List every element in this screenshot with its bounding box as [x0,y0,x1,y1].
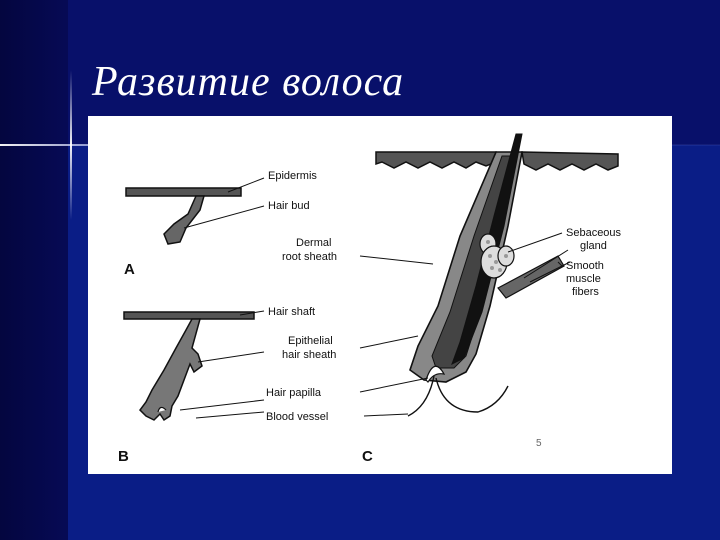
label-epithelial-hair-sheath-line2: hair sheath [282,349,336,361]
leader-lines [179,177,563,419]
label-epithelial-hair-sheath-line1: Epithelial [288,335,333,347]
page-mark: 5 [536,438,542,449]
background-left-band [0,0,68,540]
panel-a-illustration [125,187,242,245]
label-smooth-muscle-line2: muscle [566,273,601,285]
hair-development-figure: Epidermis Hair bud Dermal root sheath Se… [88,116,672,474]
label-epidermis: Epidermis [268,170,317,182]
label-hair-papilla: Hair papilla [266,387,322,399]
panel-b-illustration [123,311,255,422]
panel-c-illustration [375,133,619,417]
label-smooth-muscle-line1: Smooth [566,260,604,272]
panel-label-a: A [124,261,135,278]
label-blood-vessel: Blood vessel [266,411,328,423]
slide-title: Развитие волоса [92,59,405,105]
label-hair-shaft: Hair shaft [268,306,315,318]
label-dermal-root-sheath-line1: Dermal [296,237,331,249]
label-dermal-root-sheath-line2: root sheath [282,251,337,263]
panel-label-b: B [118,448,129,465]
hair-development-diagram: Epidermis Hair bud Dermal root sheath Se… [118,133,622,465]
label-hair-bud: Hair bud [268,200,310,212]
decorative-vertical-line [70,70,72,220]
label-sebaceous-gland-line1: Sebaceous [566,227,622,239]
panel-label-c: C [362,448,373,465]
label-sebaceous-gland-line2: gland [580,240,607,252]
label-smooth-muscle-line3: fibers [572,286,599,298]
